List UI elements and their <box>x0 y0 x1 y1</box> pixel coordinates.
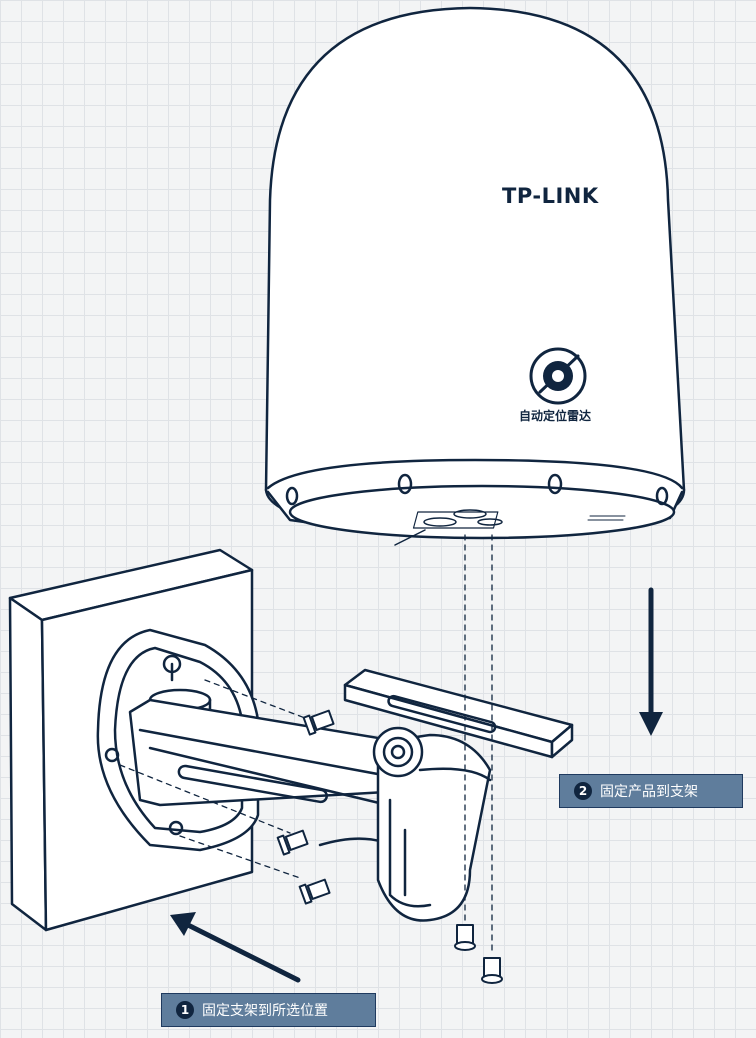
bracket-arm <box>128 698 422 852</box>
down-arrow-icon <box>639 587 663 736</box>
brand-logo: TP-LINK <box>502 184 599 208</box>
badge-text: 自动定位雷达 <box>519 409 592 423</box>
screw-plate-1 <box>454 924 476 951</box>
radar-dome <box>264 6 686 546</box>
screw-wall-1 <box>302 709 335 736</box>
alignment-lines <box>119 534 493 956</box>
step-2-text: 固定产品到支架 <box>600 784 698 800</box>
screw-wall-3 <box>298 878 331 905</box>
up-left-arrow-icon <box>170 912 301 983</box>
screw-plate-2 <box>481 957 503 984</box>
step-2-number: 2 <box>574 782 592 800</box>
step-1-number: 1 <box>176 1001 194 1019</box>
screws <box>276 709 503 984</box>
swivel-joint <box>372 726 492 922</box>
step-2-label: 2 固定产品到支架 <box>559 774 743 808</box>
screw-wall-2 <box>276 829 309 856</box>
radar-icon <box>529 347 587 405</box>
step-1-text: 固定支架到所选位置 <box>202 1003 328 1019</box>
mounting-plate <box>343 668 574 759</box>
step-1-label: 1 固定支架到所选位置 <box>161 993 376 1027</box>
